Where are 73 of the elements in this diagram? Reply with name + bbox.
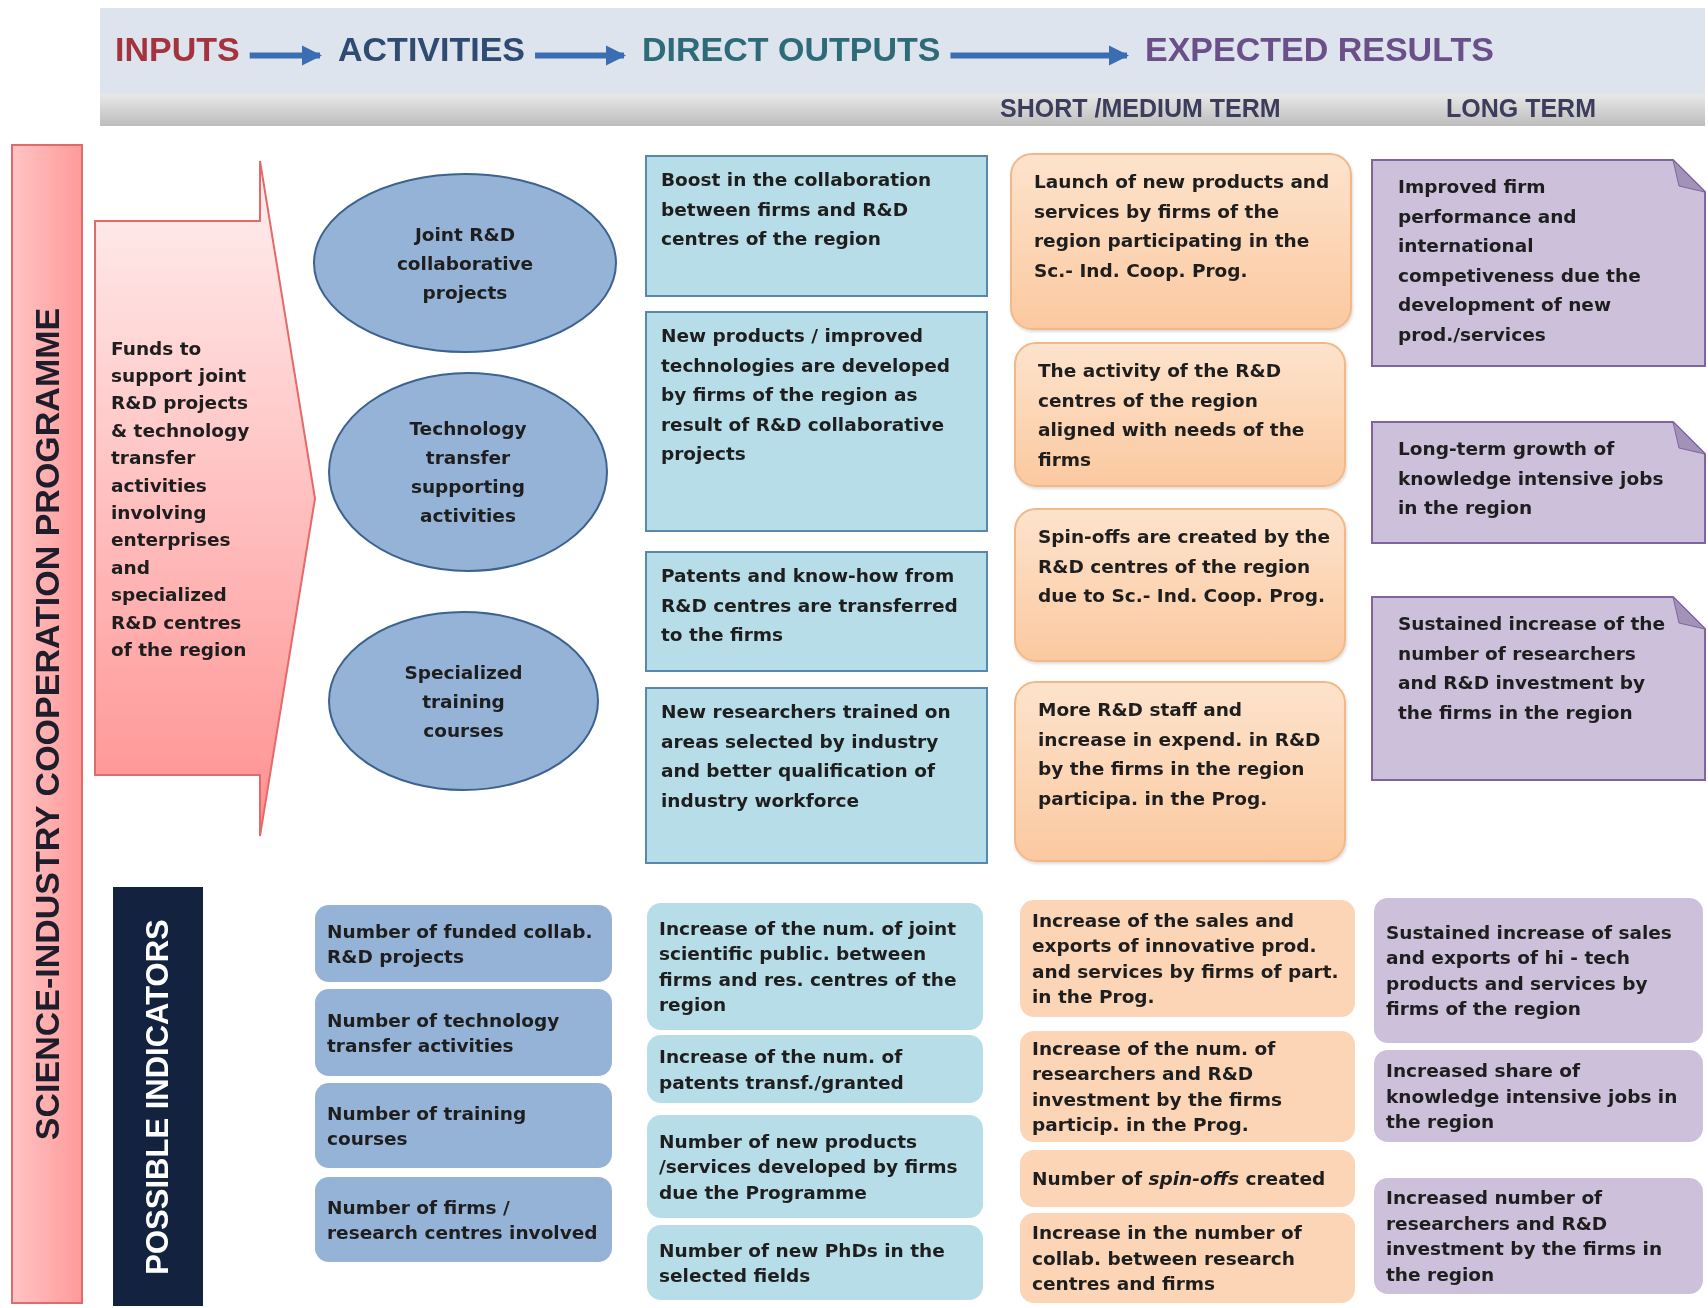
result-card [1014, 681, 1346, 862]
indicator-text: Number of firms / research centres involved [327, 1195, 599, 1245]
indicator-card [647, 903, 983, 1030]
indicator-text: Number of funded collab. R&D projects [327, 919, 594, 969]
indicator-text: Number of new PhDs in the selected fields [659, 1238, 946, 1288]
column-heading: DIRECT OUTPUTS [642, 30, 941, 69]
band-title: POSSIBLE INDICATORS [140, 918, 176, 1275]
indicator-text: Increase of the num. of researchers and R&D investment by the firms particip. in the Prog. [1032, 1036, 1284, 1137]
band-title: SCIENCE-INDUSTRY COOPERATION PROGRAMME [27, 307, 67, 1141]
result-text: The activity of the R&D centres of the region aligned with needs of the firms [1038, 359, 1306, 472]
indicator-card [647, 1115, 983, 1218]
indicator-text: Number of technology transfer activities [327, 1008, 561, 1058]
indicator-text: Number of training courses [327, 1101, 528, 1151]
long-term-card [1372, 160, 1705, 366]
indicator-card [1374, 898, 1703, 1043]
indicator-card [315, 905, 612, 982]
indicator-card [315, 989, 612, 1076]
activity-text: Specialized training courses [403, 660, 524, 743]
input-text: Funds to support joint R&D projects & technology transfer activities involving enterprises and specialized R&D centres of the region [111, 336, 251, 662]
indicator-card [647, 1035, 983, 1103]
indicator-card [1374, 1050, 1703, 1142]
arrow [950, 45, 1130, 66]
column-heading: INPUTS [115, 30, 240, 69]
activity-ellipse [328, 611, 599, 791]
activity-ellipse [328, 372, 608, 572]
indicator-text: Increased number of researchers and R&D investment by the firms in the region [1386, 1186, 1664, 1287]
result-text: Long-term growth of knowledge intensive jobs in the region [1398, 437, 1665, 520]
result-text: Launch of new products and services by firms of the region participating in the Sc.- Ind. Coop. Prog. [1034, 170, 1331, 283]
arrow [535, 45, 627, 66]
output-text: New products / improved technologies are developed by firms of the region as result of R&D collaborative projects [661, 324, 952, 466]
indicator-card [1020, 1213, 1355, 1303]
activity-text: Joint R&D collaborative projects [395, 222, 535, 305]
output-box [645, 155, 988, 297]
indicator-card [1020, 900, 1355, 1017]
indicator-text: Sustained increase of sales and exports of hi - tech products and services by firms of the region [1386, 920, 1673, 1021]
indicator-text: Increase of the sales and exports of innovative prod. and services by firms of part. in the Prog. [1032, 908, 1340, 1009]
indicator-text: Increased share of knowledge intensive jobs in the region [1386, 1058, 1679, 1134]
result-card [1010, 153, 1352, 330]
indicator-card [1374, 1178, 1703, 1294]
term-label: SHORT /MEDIUM TERM [1000, 94, 1281, 123]
input-arrow-shape [95, 161, 317, 836]
result-text: Sustained increase of the number of researchers and R&D investment by the firms in the region [1398, 612, 1666, 725]
term-label: LONG TERM [1446, 94, 1596, 123]
result-card [1014, 342, 1346, 487]
activity-ellipse [313, 173, 617, 353]
indicators-band [113, 887, 203, 1306]
result-text: More R&D staff and increase in expend. in R&D by the firms in the region participa. in the Prog. [1038, 698, 1322, 811]
indicator-card [315, 1177, 612, 1262]
indicator-card [647, 1225, 983, 1300]
programme-band [12, 145, 82, 1303]
output-text: Patents and know-how from R&D centres are transferred to the firms [661, 564, 959, 647]
output-text: Boost in the collaboration between firms and R&D centres of the region [661, 168, 933, 251]
arrow [249, 45, 323, 66]
result-card [1014, 508, 1346, 662]
column-heading: EXPECTED RESULTS [1145, 30, 1494, 69]
long-term-card [1372, 597, 1705, 780]
indicator-text: Increase of the num. of joint scientific public. between firms and res. centres of the region [659, 916, 958, 1017]
indicator-card [1020, 1150, 1355, 1207]
indicator-card [315, 1083, 612, 1168]
result-text: Improved firm performance and international competiveness due the development of new prod./services [1398, 175, 1642, 347]
indicator-text: Number of new products /services developed by firms due the Programme [659, 1129, 959, 1205]
output-text: New researchers trained on areas selected by industry and better qualification of industry workforce [661, 700, 952, 813]
indicator-card [1020, 1031, 1355, 1142]
activity-text: Technology transfer supporting activities [408, 417, 528, 528]
indicator-text: Number of spin-offs created [1032, 1166, 1327, 1191]
long-term-card [1372, 422, 1705, 543]
indicator-text: Increase in the number of collab. between research centres and firms [1032, 1220, 1303, 1296]
output-box [645, 311, 988, 532]
output-box [645, 551, 988, 672]
column-heading: ACTIVITIES [338, 30, 526, 69]
output-box [645, 687, 988, 864]
result-text: Spin-offs are created by the R&D centres of the region due to Sc.- Ind. Coop. Prog. [1038, 525, 1331, 608]
indicator-text: Increase of the num. of patents transf./granted [659, 1044, 905, 1095]
